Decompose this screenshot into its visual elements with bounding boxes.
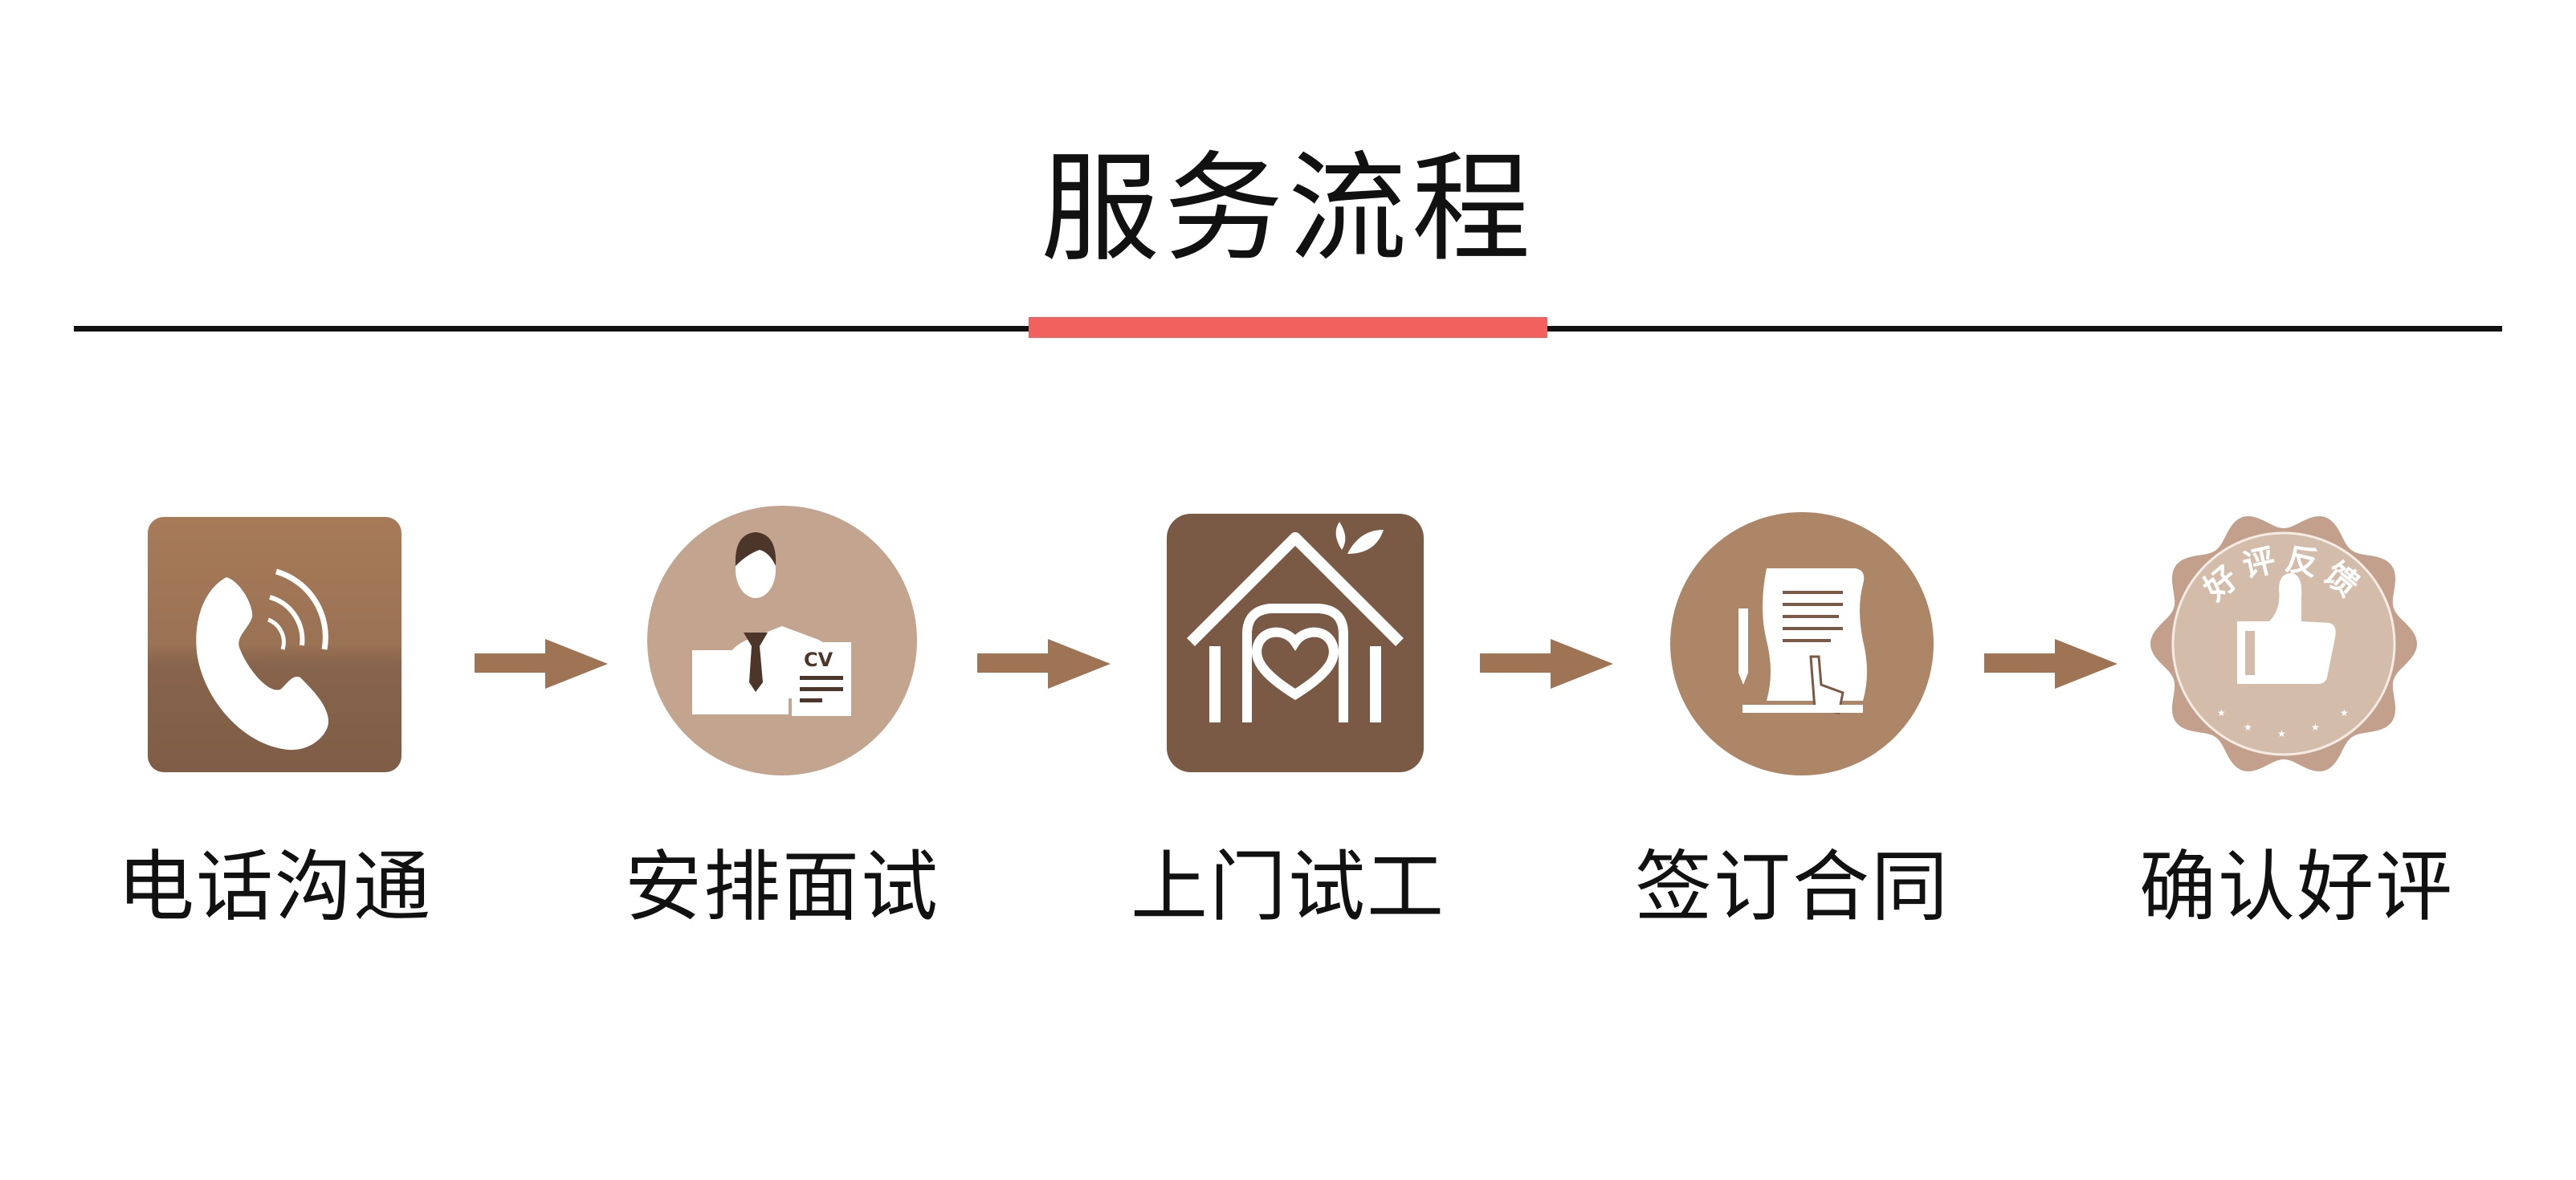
- step-label: 上门试工: [1131, 842, 1445, 932]
- arrow-right-icon: [475, 639, 608, 689]
- interview-cv-icon: CV: [647, 506, 917, 775]
- contract-sign-icon: [1670, 512, 1934, 775]
- step-label: 电话沟通: [117, 842, 432, 932]
- arrow-right-icon: [1480, 639, 1613, 689]
- title-accent-bar: [1029, 317, 1547, 338]
- arrow-right-icon: [977, 639, 1111, 689]
- svg-text:★: ★: [2311, 722, 2320, 733]
- svg-text:★: ★: [2277, 728, 2286, 739]
- cv-text: CV: [804, 649, 834, 671]
- svg-text:★: ★: [2244, 722, 2252, 733]
- svg-text:★: ★: [2340, 707, 2349, 718]
- step-label: 签订合同: [1635, 842, 1950, 932]
- arrow-right-icon: [1984, 639, 2117, 689]
- page-title: 服务流程: [1041, 140, 1535, 278]
- step-label: 安排面试: [625, 842, 940, 932]
- good-review-badge-icon: ★★★★★ 好评反馈: [2149, 509, 2419, 779]
- house-heart-icon: [1167, 514, 1424, 772]
- svg-text:★: ★: [2217, 707, 2226, 718]
- phone-icon: [148, 517, 401, 772]
- step-label: 确认好评: [2139, 842, 2454, 932]
